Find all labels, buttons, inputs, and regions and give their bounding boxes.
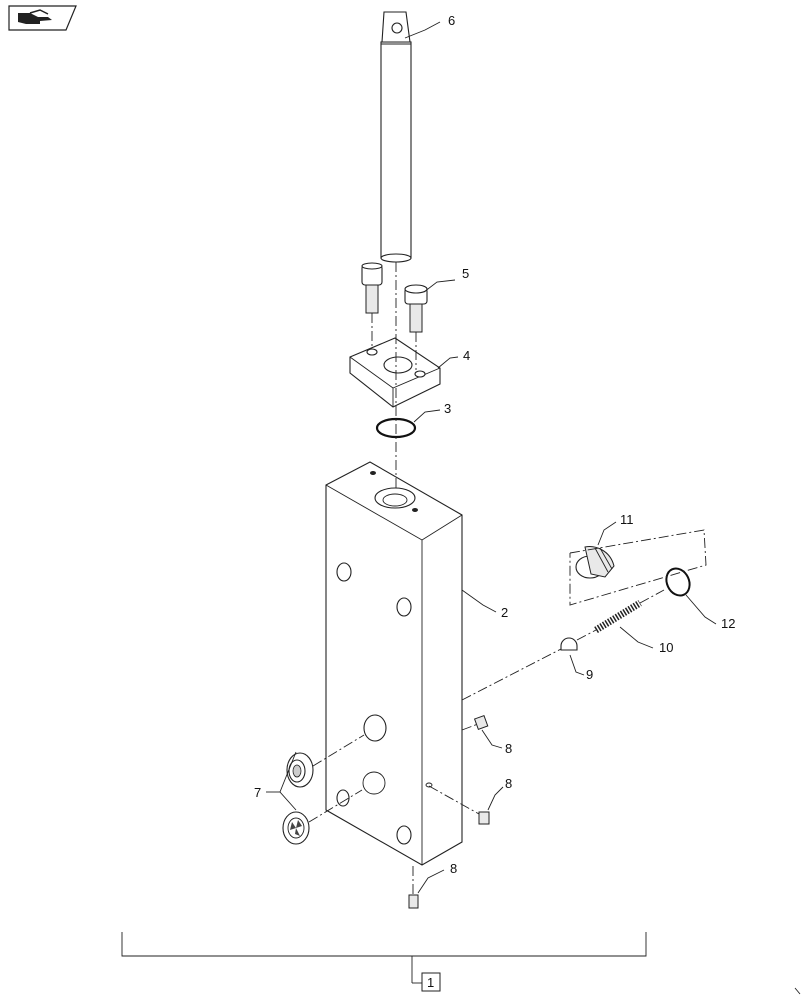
part-12-o-ring	[665, 567, 691, 597]
part-7-plug-upper	[286, 752, 314, 788]
callout-4[interactable]: 4	[463, 348, 470, 363]
assembly-lines	[308, 262, 707, 894]
callout-10[interactable]: 10	[659, 640, 673, 655]
part-4-plate	[349, 337, 441, 408]
callout-8-middle[interactable]: 8	[505, 776, 512, 791]
leader-lines	[266, 21, 717, 894]
part-8-screw-bottom	[408, 894, 419, 909]
callout-12[interactable]: 12	[721, 616, 735, 631]
part-6-rod	[380, 11, 412, 263]
part-5-bolt-right	[404, 284, 428, 333]
book-hand-icon[interactable]	[8, 5, 77, 31]
callout-2[interactable]: 2	[501, 605, 508, 620]
part-10-spring	[594, 600, 642, 633]
part-2-valve-body	[325, 461, 463, 866]
part-8-screw-top	[473, 714, 489, 730]
assembly-bracket	[121, 932, 647, 992]
callout-1[interactable]: 1	[427, 975, 434, 990]
callout-5[interactable]: 5	[462, 266, 469, 281]
part-8-screw-middle	[478, 811, 490, 825]
part-5-bolt-left	[361, 262, 383, 314]
callout-8-bottom[interactable]: 8	[450, 861, 457, 876]
part-11-cap	[575, 546, 615, 579]
callout-6[interactable]: 6	[448, 13, 455, 28]
callout-7[interactable]: 7	[254, 785, 261, 800]
callout-9[interactable]: 9	[586, 667, 593, 682]
part-9-ball	[560, 637, 578, 651]
callout-11[interactable]: 11	[620, 512, 634, 527]
callout-8-top[interactable]: 8	[505, 741, 512, 756]
part-7-plug-lower	[282, 811, 310, 845]
callout-3[interactable]: 3	[444, 401, 451, 416]
